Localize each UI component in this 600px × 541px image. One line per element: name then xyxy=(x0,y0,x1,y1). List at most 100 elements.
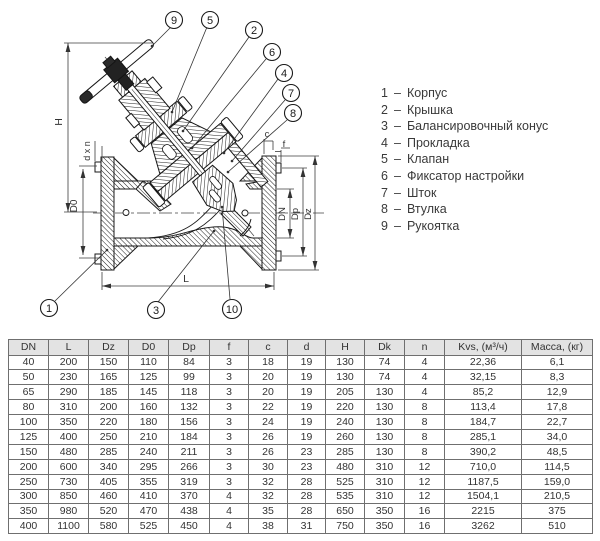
legend-item-number: 8 xyxy=(381,202,388,217)
table-cell: 580 xyxy=(88,518,129,535)
table-cell: 600 xyxy=(48,458,89,475)
table-cell: 125 xyxy=(8,428,49,445)
table-cell: 24 xyxy=(248,414,288,430)
svg-text:2: 2 xyxy=(251,25,257,37)
table-cell: 210,5 xyxy=(521,488,593,505)
legend-item-number: 3 xyxy=(381,119,388,134)
table-cell: 1504,1 xyxy=(444,488,522,505)
table-cell: 4 xyxy=(404,354,445,371)
table-cell: 210 xyxy=(128,428,169,445)
svg-text:4: 4 xyxy=(281,68,287,80)
callout-3: 3 xyxy=(146,300,166,320)
table-cell: 38 xyxy=(248,518,288,535)
table-cell: 3 xyxy=(209,414,249,430)
table-cell: 80 xyxy=(8,399,49,416)
table-col-header: Dz xyxy=(88,339,129,356)
dim-dxn: d x n xyxy=(82,141,92,161)
legend-item-number: 7 xyxy=(381,185,388,200)
table-cell: 20 xyxy=(248,369,288,386)
table-cell: 130 xyxy=(364,384,405,401)
table-cell: 730 xyxy=(48,473,89,490)
legend-item-number: 2 xyxy=(381,102,388,117)
table-cell: 200 xyxy=(88,399,129,416)
table-cell: 350 xyxy=(364,503,405,520)
table-cell: 160 xyxy=(128,399,169,416)
table-cell: 35 xyxy=(248,503,288,520)
table-cell: 438 xyxy=(168,503,210,520)
table-cell: 65 xyxy=(8,384,49,401)
table-cell: 3 xyxy=(209,369,249,386)
table-cell: 17,8 xyxy=(521,399,593,416)
table-cell: 510 xyxy=(521,518,593,535)
table-cell: 26 xyxy=(248,443,288,460)
legend-item-6: 6–Фиксатор настройки xyxy=(381,168,548,185)
table-cell: 50 xyxy=(8,369,49,386)
table-cell: 185 xyxy=(88,384,129,401)
table-col-header: Масса, (кг) xyxy=(521,339,593,356)
dimension-lines xyxy=(64,42,319,290)
dim-D0: D0 xyxy=(69,199,80,212)
table-col-header: c xyxy=(248,339,288,356)
table-cell: 535 xyxy=(325,488,365,505)
table-cell: 470 xyxy=(128,503,169,520)
table-cell: 12 xyxy=(404,473,445,490)
table-cell: 99 xyxy=(168,369,210,386)
table-cell: 390,2 xyxy=(444,443,522,460)
table-cell: 16 xyxy=(404,503,445,520)
table-cell: 8 xyxy=(404,399,445,416)
callout-7: 7 xyxy=(281,83,301,103)
table-cell: 20 xyxy=(248,384,288,401)
table-cell: 125 xyxy=(128,369,169,386)
table-cell: 4 xyxy=(209,518,249,535)
legend-item-8: 8–Втулка xyxy=(381,201,548,218)
callout-8: 8 xyxy=(283,103,303,123)
table-cell: 295 xyxy=(128,458,169,475)
table-cell: 310 xyxy=(364,488,405,505)
table-cell: 4 xyxy=(404,384,445,401)
table-cell: 3 xyxy=(209,443,249,460)
table-cell: 165 xyxy=(88,369,129,386)
left-flange xyxy=(100,156,115,271)
table-cell: 16 xyxy=(404,518,445,535)
legend-item-label: Балансировочный конус xyxy=(406,119,549,134)
legend-item-9: 9–Рукоятка xyxy=(381,218,548,235)
table-cell: 240 xyxy=(325,414,365,430)
callout-5: 5 xyxy=(200,10,220,30)
legend-item-label: Фиксатор настройки xyxy=(406,168,525,183)
table-cell: 525 xyxy=(128,518,169,535)
legend-item-1: 1–Корпус xyxy=(381,85,548,102)
table-cell: 22,7 xyxy=(521,414,593,430)
table-cell: 375 xyxy=(521,503,593,520)
table-cell: 22 xyxy=(248,399,288,416)
table-cell: 19 xyxy=(287,399,326,416)
table-cell: 4 xyxy=(404,369,445,386)
callout-9: 9 xyxy=(164,10,184,30)
table-cell: 3 xyxy=(209,473,249,490)
legend-item-label: Шток xyxy=(406,185,437,200)
table-cell: 460 xyxy=(88,488,129,505)
table-cell: 40 xyxy=(8,354,49,371)
table-cell: 130 xyxy=(364,443,405,460)
table-cell: 980 xyxy=(48,503,89,520)
table-cell: 290 xyxy=(48,384,89,401)
table-col-header: D0 xyxy=(128,339,169,356)
table-cell: 145 xyxy=(128,384,169,401)
table-cell: 285 xyxy=(325,443,365,460)
svg-text:6: 6 xyxy=(269,47,275,59)
table-cell: 34,0 xyxy=(521,428,593,445)
svg-text:5: 5 xyxy=(207,15,213,27)
callout-1: 1 xyxy=(39,298,59,318)
table-col-header: DN xyxy=(8,339,49,356)
valve-cross-section-drawing: H D0 d x n DN Dp Dz L c f xyxy=(39,10,324,320)
table-cell: 100 xyxy=(8,414,49,430)
table-cell: 211 xyxy=(168,443,210,460)
callout-leaders xyxy=(54,26,288,303)
table-cell: 184,7 xyxy=(444,414,522,430)
table-cell: 3262 xyxy=(444,518,522,535)
dim-f: f xyxy=(283,139,286,150)
table-cell: 130 xyxy=(364,399,405,416)
